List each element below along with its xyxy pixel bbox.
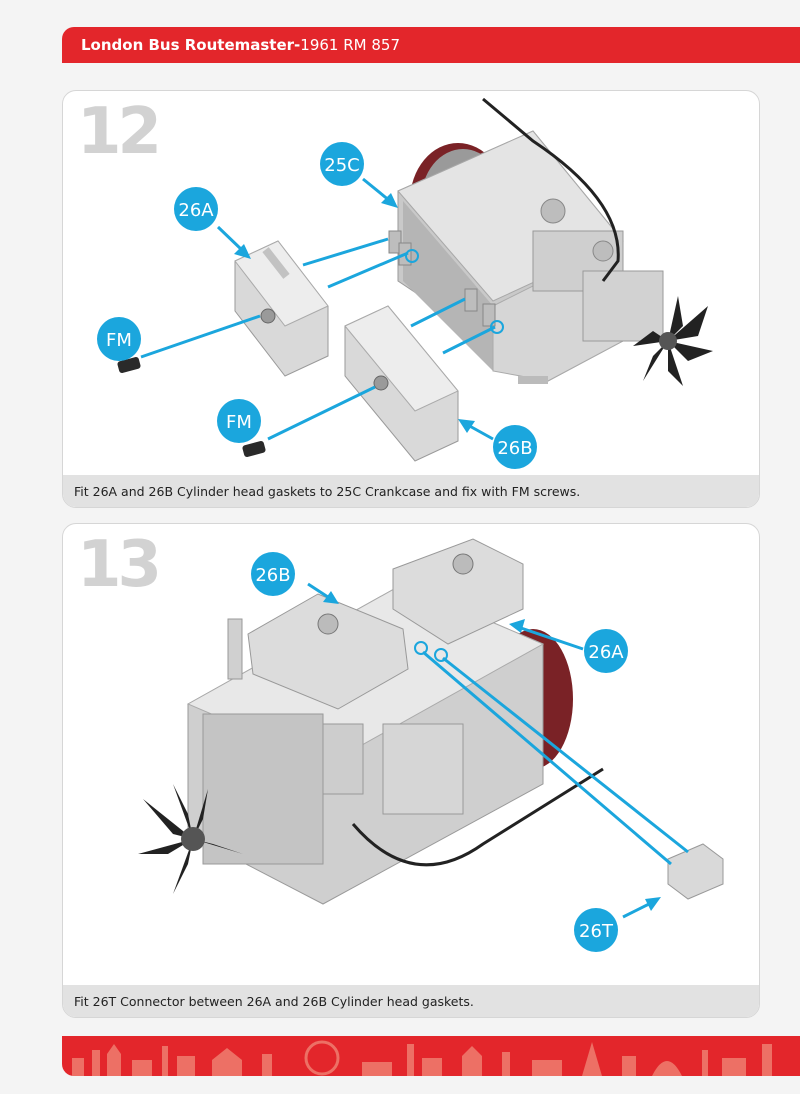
header-title-rest: 1961 RM 857 bbox=[300, 36, 400, 54]
connector-26t-illustration bbox=[667, 843, 724, 900]
callout-26a-label: 26A bbox=[588, 642, 624, 663]
fm-screw-1-illustration bbox=[117, 357, 141, 373]
callout-fm-1: FM bbox=[97, 317, 141, 361]
callout-26a: 26A bbox=[584, 629, 628, 673]
page-header: London Bus Routemaster- 1961 RM 857 bbox=[62, 27, 800, 63]
callout-26b: 26B bbox=[493, 425, 537, 469]
callout-26t: 26T bbox=[574, 908, 618, 952]
step-number: 13 bbox=[77, 528, 162, 602]
step-12-panel: 25C 26A FM FM 26B 12 Fit 26A and 26B Cyl… bbox=[62, 90, 760, 508]
step-number: 12 bbox=[77, 95, 162, 169]
fan-illustration bbox=[138, 784, 243, 894]
callout-26b-label: 26B bbox=[497, 438, 532, 459]
callout-26b: 26B bbox=[251, 552, 295, 596]
step-13-panel: 26B 26A 26T 13 Fit 26T Connector between… bbox=[62, 523, 760, 1018]
header-title-bold: London Bus Routemaster- bbox=[81, 36, 301, 54]
callout-25c: 25C bbox=[320, 142, 364, 186]
callout-fm-1-label: FM bbox=[106, 330, 132, 351]
fan-illustration bbox=[633, 296, 713, 386]
engine-assembly-illustration bbox=[186, 538, 604, 905]
callout-26a-label: 26A bbox=[178, 200, 214, 221]
london-skyline-decoration bbox=[72, 1040, 772, 1076]
crankcase-25c-illustration bbox=[388, 97, 664, 384]
callout-fm-2: FM bbox=[217, 399, 261, 443]
step-12-illustration: 25C 26A FM FM 26B bbox=[97, 97, 713, 469]
step-13-illustration: 26B 26A 26T bbox=[138, 538, 724, 952]
callout-fm-2-label: FM bbox=[226, 412, 252, 433]
callout-26a: 26A bbox=[174, 187, 218, 231]
footer-skyline-banner bbox=[62, 1036, 800, 1076]
callout-26b-label: 26B bbox=[255, 565, 290, 586]
step-caption: Fit 26T Connector between 26A and 26B Cy… bbox=[63, 985, 759, 1017]
gasket-26b-illustration bbox=[344, 305, 459, 462]
gasket-26a-illustration bbox=[234, 240, 329, 377]
fm-screw-2-illustration bbox=[242, 441, 266, 457]
callout-26t-label: 26T bbox=[579, 921, 614, 942]
callout-25c-label: 25C bbox=[324, 155, 359, 176]
step-caption: Fit 26A and 26B Cylinder head gaskets to… bbox=[63, 475, 759, 507]
